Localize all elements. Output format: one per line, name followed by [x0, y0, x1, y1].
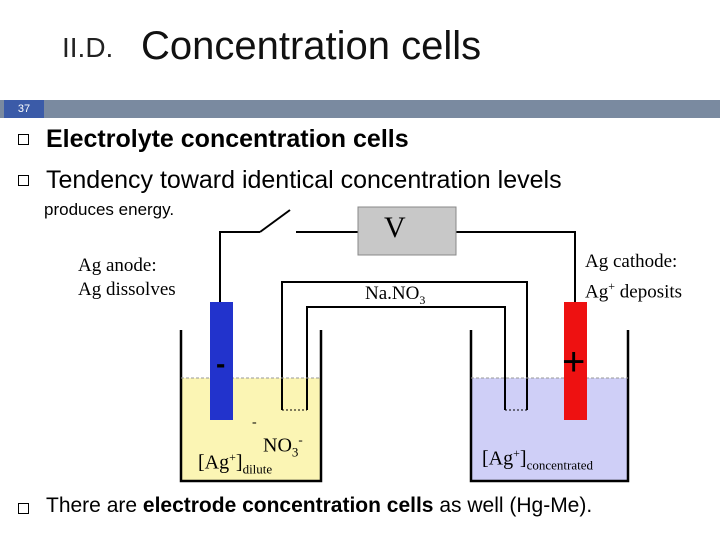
voltmeter-label: V — [384, 211, 406, 244]
cathode-label-line1: Ag cathode: — [585, 251, 678, 272]
slide-bar — [0, 100, 720, 118]
bullet-2-text: Tendency toward identical concentration … — [46, 166, 562, 194]
bullet-square-icon — [18, 175, 29, 186]
dilute-solution — [181, 378, 321, 480]
concentrated-concentration-label: [Ag+]concentrated — [482, 446, 593, 473]
cathode-electrode — [564, 302, 587, 420]
anode-label: Ag anode: Ag dissolves — [78, 254, 176, 302]
nitrate-label: NO3- — [263, 432, 303, 460]
cathode-wire — [456, 231, 576, 302]
cathode-plus-sign: + — [562, 340, 586, 384]
salt-bridge-label: Na.NO3 — [365, 283, 426, 307]
anode-minus-sign: - — [216, 348, 226, 379]
concentrated-solution — [471, 378, 628, 480]
right-beaker — [469, 330, 630, 483]
page-title: Concentration cells — [141, 24, 482, 68]
salt-bridge-inner — [306, 306, 506, 410]
sub-text: produces energy. — [44, 200, 175, 219]
left-beaker — [179, 330, 323, 483]
anode-electrode — [210, 302, 233, 420]
footer-bullet-text: There are electrode concentration cells … — [46, 494, 593, 517]
title-prefix: II.D. — [62, 32, 114, 63]
anode-label-line2: Ag dissolves — [78, 279, 176, 300]
salt-bridge-outer — [281, 281, 528, 410]
bullet-1-text: Electrolyte concentration cells — [46, 125, 409, 153]
bullet-square-icon — [18, 134, 29, 145]
anode-wire — [219, 231, 260, 302]
anode-label-line1: Ag anode: — [78, 255, 157, 276]
dilute-concentration-label: [Ag+]dilute — [198, 450, 273, 477]
open-switch — [259, 209, 291, 233]
bullet-square-icon — [18, 503, 29, 514]
small-minus: - — [252, 415, 257, 430]
cathode-label: Ag cathode: Ag+ deposits — [585, 250, 682, 304]
voltmeter-box — [357, 206, 457, 256]
slide-number: 37 — [4, 100, 44, 118]
cathode-label-line2: Ag+ deposits — [585, 279, 683, 303]
